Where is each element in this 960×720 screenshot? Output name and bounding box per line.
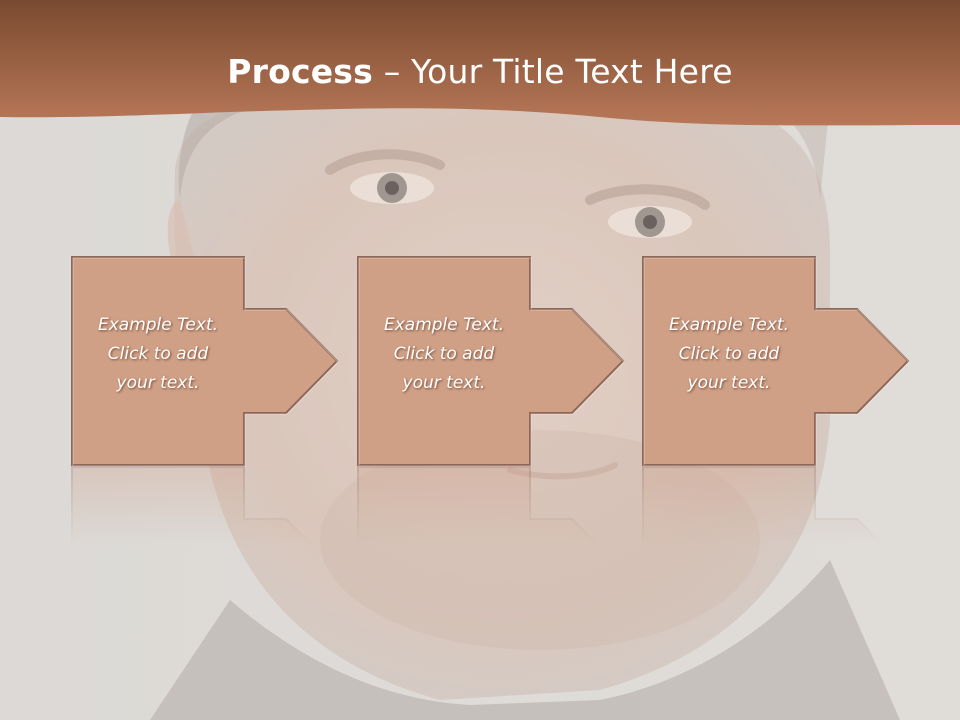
title-banner bbox=[0, 0, 960, 126]
step-3-line-2: Click to add bbox=[678, 344, 780, 364]
step-2-line-3: your text. bbox=[402, 373, 486, 393]
step-1-line-3: your text. bbox=[116, 373, 200, 393]
process-step-1[interactable]: Example Text. Click to add your text. bbox=[71, 256, 341, 546]
step-3-reflection bbox=[642, 466, 912, 546]
arrow-right-icon bbox=[530, 309, 623, 413]
slide-title[interactable]: Process – Your Title Text Here bbox=[0, 52, 960, 91]
step-2-shape bbox=[357, 256, 625, 467]
step-1-line-2: Click to add bbox=[107, 344, 209, 364]
step-2-reflection bbox=[357, 466, 627, 546]
arrow-right-icon bbox=[815, 309, 908, 413]
step-2-text[interactable]: Example Text. Click to add your text. bbox=[359, 311, 529, 398]
step-3-line-3: your text. bbox=[687, 373, 771, 393]
step-1-shape bbox=[71, 256, 339, 467]
title-rest: Your Title Text Here bbox=[411, 52, 733, 91]
arrow-right-icon bbox=[244, 309, 337, 413]
process-step-3[interactable]: Example Text. Click to add your text. bbox=[642, 256, 912, 546]
title-dash: – bbox=[373, 52, 412, 91]
step-3-text[interactable]: Example Text. Click to add your text. bbox=[644, 311, 814, 398]
step-1-text[interactable]: Example Text. Click to add your text. bbox=[73, 311, 243, 398]
process-step-2[interactable]: Example Text. Click to add your text. bbox=[357, 256, 627, 546]
step-2-line-2: Click to add bbox=[393, 344, 495, 364]
step-2-line-1: Example Text. bbox=[383, 315, 505, 335]
step-1-line-1: Example Text. bbox=[97, 315, 219, 335]
step-1-reflection bbox=[71, 466, 341, 546]
step-3-shape bbox=[642, 256, 910, 467]
step-3-line-1: Example Text. bbox=[668, 315, 790, 335]
title-bold: Process bbox=[227, 52, 373, 91]
